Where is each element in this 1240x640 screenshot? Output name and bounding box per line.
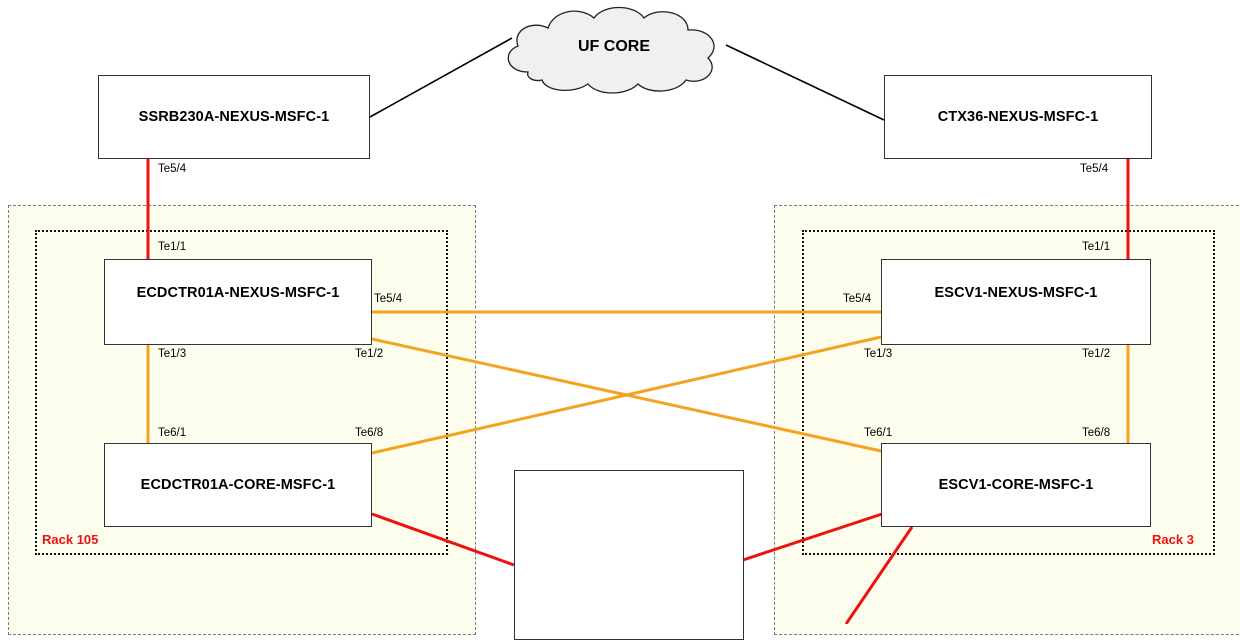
device-label: ECDCTR01A-NEXUS-MSFC-1 (136, 285, 340, 301)
device-label: ECDCTR01A-CORE-MSFC-1 (140, 477, 336, 493)
device-label: CTX36-NEXUS-MSFC-1 (937, 109, 1099, 125)
device-ssrb230a-nexus[interactable]: SSRB230A-NEXUS-MSFC-1 (98, 75, 370, 159)
port-label: Te6/1 (864, 427, 893, 439)
port-label: Te1/1 (1082, 241, 1111, 253)
device-unlabeled-center[interactable] (514, 470, 744, 640)
link-ctx-ufcore (725, 44, 885, 121)
port-label: Te6/1 (158, 427, 187, 439)
link-escvcore-down (844, 526, 914, 624)
cloud-icon (507, 6, 715, 94)
port-label: Te5/4 (1080, 163, 1109, 175)
device-label: SSRB230A-NEXUS-MSFC-1 (138, 109, 330, 125)
port-label: Te1/2 (355, 348, 384, 360)
rack-3-boundary (802, 230, 1215, 555)
port-label: Te1/3 (158, 348, 187, 360)
cloud-label: UF CORE (578, 38, 650, 55)
device-ctx36-nexus[interactable]: CTX36-NEXUS-MSFC-1 (884, 75, 1152, 159)
device-escv1-core[interactable]: ESCV1-CORE-MSFC-1 (881, 443, 1151, 527)
rack-105-label: Rack 105 (42, 532, 99, 547)
port-label: Te5/4 (843, 293, 872, 305)
port-label: Te1/3 (864, 348, 893, 360)
rack-3-label: Rack 3 (1152, 532, 1194, 547)
link-escvcore-center (742, 512, 883, 562)
port-label: Te5/4 (158, 163, 187, 175)
link-ecdcore-center (371, 512, 515, 567)
port-label: Te5/4 (374, 293, 403, 305)
link-ssrb-ufcore (369, 37, 513, 118)
port-label: Te1/2 (1082, 348, 1111, 360)
device-label: ESCV1-NEXUS-MSFC-1 (934, 285, 1098, 301)
port-label: Te6/8 (1082, 427, 1111, 439)
device-ecdctr01a-core[interactable]: ECDCTR01A-CORE-MSFC-1 (104, 443, 372, 527)
link-ecdcore-escvnexus (371, 335, 882, 455)
device-ecdctr01a-nexus[interactable]: ECDCTR01A-NEXUS-MSFC-1 (104, 259, 372, 345)
port-label: Te1/1 (158, 241, 187, 253)
link-layer (146, 37, 1130, 624)
device-escv1-nexus[interactable]: ESCV1-NEXUS-MSFC-1 (881, 259, 1151, 345)
rack-105-boundary (35, 230, 448, 555)
port-label: Te6/8 (355, 427, 384, 439)
device-label: ESCV1-CORE-MSFC-1 (938, 477, 1094, 493)
uf-core-cloud: UF CORE (498, 0, 730, 100)
